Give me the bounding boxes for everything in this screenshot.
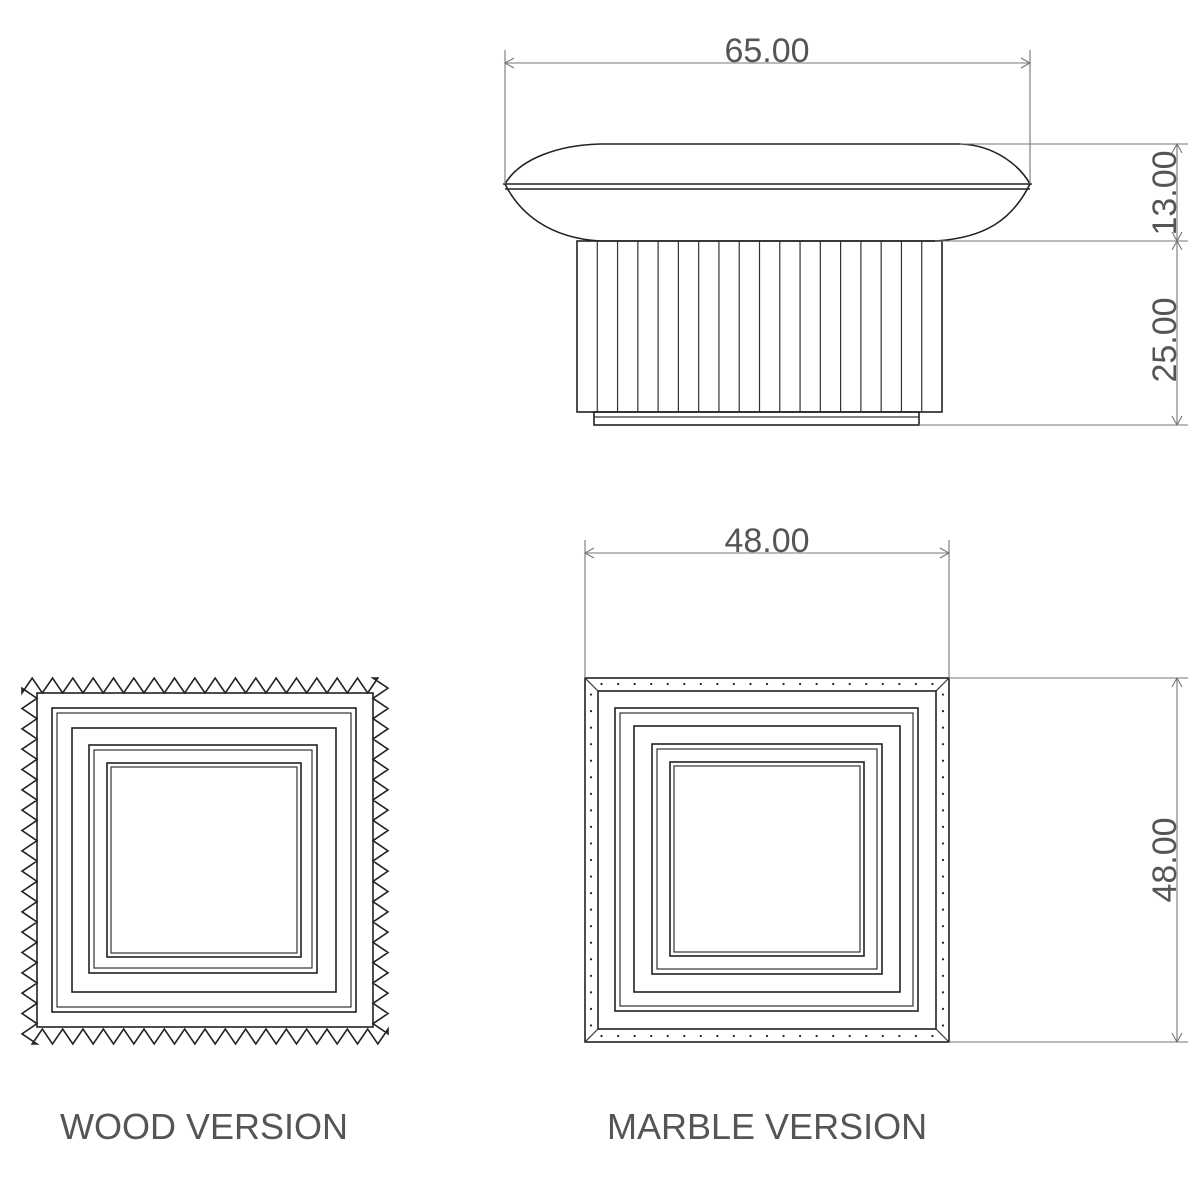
marble-dotted-edge <box>589 682 945 1038</box>
side-elevation <box>503 143 1032 426</box>
wood-frame-4 <box>106 762 302 958</box>
wood-version-label: WOOD VERSION <box>60 1106 348 1147</box>
marble-frame-2 <box>633 725 901 993</box>
dimension-top-height-value: 13.00 <box>1146 150 1184 235</box>
dimension-side-heights: 13.00 25.00 <box>919 142 1188 427</box>
dimension-side-width-value: 65.00 <box>724 32 809 70</box>
marble-outer-frame <box>584 677 950 1043</box>
cushion-top <box>504 143 1031 242</box>
marble-frame-1 <box>614 707 919 1012</box>
marble-plan <box>584 677 950 1043</box>
dimension-plan-depth-value: 48.00 <box>1146 817 1184 902</box>
dimension-plan-width-value: 48.00 <box>724 522 809 560</box>
wood-frame-2 <box>71 727 337 993</box>
dimension-plan-depth: 48.00 <box>949 676 1188 1044</box>
wood-plan <box>20 676 390 1046</box>
marble-bevel <box>597 690 937 1030</box>
wood-frame-3 <box>88 744 318 974</box>
marble-version-label: MARBLE VERSION <box>607 1106 927 1147</box>
marble-frame-4 <box>669 761 865 957</box>
marble-frame-3 <box>651 743 883 975</box>
cushion-seam <box>503 183 1032 190</box>
dimension-side-width: 65.00 <box>503 32 1032 184</box>
dimension-base-height-value: 25.00 <box>1146 297 1184 382</box>
dimension-plan-width: 48.00 <box>583 522 951 678</box>
wood-frame-1 <box>51 707 357 1013</box>
wood-zigzag-edge <box>20 676 390 1046</box>
wood-outer-frame <box>36 692 374 1028</box>
base-plinth <box>593 411 920 426</box>
flute-lines <box>596 241 923 412</box>
